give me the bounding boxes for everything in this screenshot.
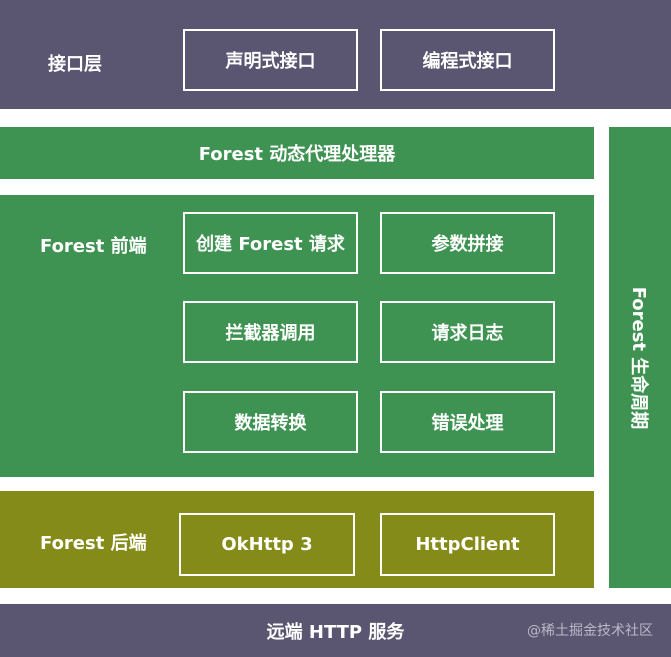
proxy-layer: Forest 动态代理处理器	[0, 127, 594, 179]
declarative-interface-box: 声明式接口	[183, 29, 358, 91]
frontend-layer: Forest 前端 创建 Forest 请求 参数拼接 拦截器调用 请求日志 数…	[0, 195, 594, 477]
data-convert-box: 数据转换	[183, 391, 358, 453]
request-log-box: 请求日志	[380, 301, 555, 363]
interceptor-call-box: 拦截器调用	[183, 301, 358, 363]
programmatic-interface-box: 编程式接口	[380, 29, 555, 91]
okhttp-box: OkHttp 3	[179, 513, 355, 576]
watermark: @稀土掘金技术社区	[527, 623, 653, 639]
remote-layer: 远端 HTTP 服务 @稀土掘金技术社区	[0, 604, 671, 657]
create-request-box: 创建 Forest 请求	[183, 212, 358, 274]
lifecycle-layer-title: Forest 生命周期	[628, 286, 649, 429]
interface-layer: 接口层 声明式接口 编程式接口	[0, 0, 671, 109]
proxy-layer-title: Forest 动态代理处理器	[198, 144, 396, 165]
httpclient-box: HttpClient	[380, 513, 555, 576]
lifecycle-layer: Forest 生命周期	[609, 127, 671, 588]
error-handling-box: 错误处理	[380, 391, 555, 453]
interface-layer-title: 接口层	[48, 54, 102, 75]
remote-layer-title: 远端 HTTP 服务	[266, 621, 405, 643]
param-concat-box: 参数拼接	[380, 212, 555, 274]
frontend-layer-title: Forest 前端	[40, 236, 147, 257]
backend-layer-title: Forest 后端	[40, 533, 147, 554]
backend-layer: Forest 后端 OkHttp 3 HttpClient	[0, 491, 594, 588]
